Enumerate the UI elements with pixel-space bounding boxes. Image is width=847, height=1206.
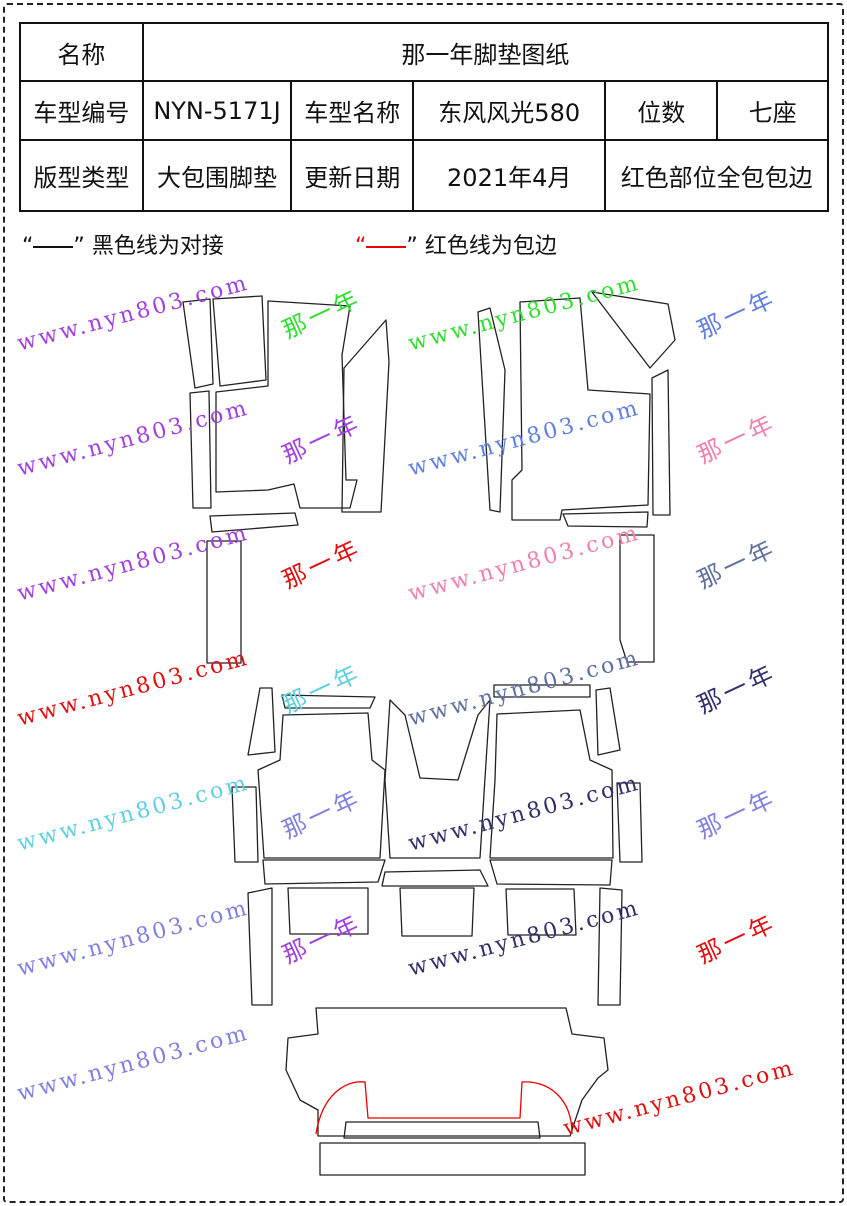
mat-piece [206, 540, 242, 664]
mat-piece [562, 511, 649, 528]
spec-table: 名称 那一年脚垫图纸 车型编号 NYN-5171J 车型名称 东风风光580 位… [19, 22, 830, 212]
front-right-mat-group [477, 291, 676, 663]
mat-piece [281, 694, 376, 709]
black-line-sample [33, 246, 74, 248]
seats-label: 位数 [604, 80, 719, 141]
seats-value: 七座 [716, 80, 829, 141]
mat-piece [477, 307, 506, 513]
mat-piece [489, 859, 613, 886]
mat-piece [381, 869, 489, 887]
mat-piece [315, 1081, 573, 1135]
mat-piece [597, 887, 623, 1006]
style-value: 大包围脚垫 [141, 139, 293, 212]
black-line-text: 黑色线为对接 [91, 234, 224, 259]
mat-piece [595, 687, 621, 756]
name-label: 名称 [19, 22, 144, 82]
mat-piece [343, 1121, 541, 1139]
model-code-label: 车型编号 [19, 80, 144, 141]
mat-piece [215, 300, 358, 509]
mat-piece [212, 295, 267, 387]
model-code-value: NYN-5171J [141, 80, 293, 141]
date-label: 更新日期 [290, 139, 415, 212]
front-left-mat-group [182, 295, 390, 664]
mat-piece [257, 712, 386, 859]
mat-piece [616, 782, 643, 863]
second-row-mat-group [231, 684, 643, 1006]
model-name-value: 东风风光580 [412, 80, 607, 141]
red-line-sample [366, 246, 407, 248]
mat-piece [319, 1142, 586, 1176]
mat-piece [493, 684, 591, 698]
mat-piece [619, 534, 655, 663]
mat-piece [189, 390, 212, 509]
mat-piece [231, 786, 259, 863]
mat-piece [182, 298, 214, 389]
legend-red: “ ” 红色线为包边 [355, 228, 557, 260]
mat-piece [287, 887, 369, 935]
style-label: 版型类型 [19, 139, 144, 212]
mat-piece [341, 319, 390, 513]
page-border [3, 3, 844, 1203]
quote-close: ” [406, 234, 418, 259]
date-value: 2021年4月 [412, 139, 607, 212]
mat-piece [247, 887, 273, 1006]
quote-open: “ [22, 234, 34, 259]
binding-note: 红色部位全包包边 [604, 139, 829, 212]
mat-piece [489, 709, 614, 859]
name-value: 那一年脚垫图纸 [141, 22, 830, 82]
third-row-mat-group [285, 1007, 609, 1176]
quote-open: “ [355, 234, 367, 259]
mat-piece [285, 1007, 609, 1137]
mat-piece [209, 512, 299, 533]
mat-piece [511, 297, 651, 521]
mat-piece [591, 291, 676, 369]
red-line-text: 红色线为包边 [424, 234, 557, 259]
model-name-label: 车型名称 [290, 80, 415, 141]
mat-piece [399, 887, 475, 937]
legend-black: “ ” 黑色线为对接 [22, 228, 224, 260]
mat-piece [651, 369, 671, 516]
mat-piece [384, 699, 491, 859]
mat-piece [247, 687, 276, 756]
mat-piece [505, 888, 577, 936]
mat-piece [262, 859, 386, 885]
quote-close: ” [73, 234, 85, 259]
